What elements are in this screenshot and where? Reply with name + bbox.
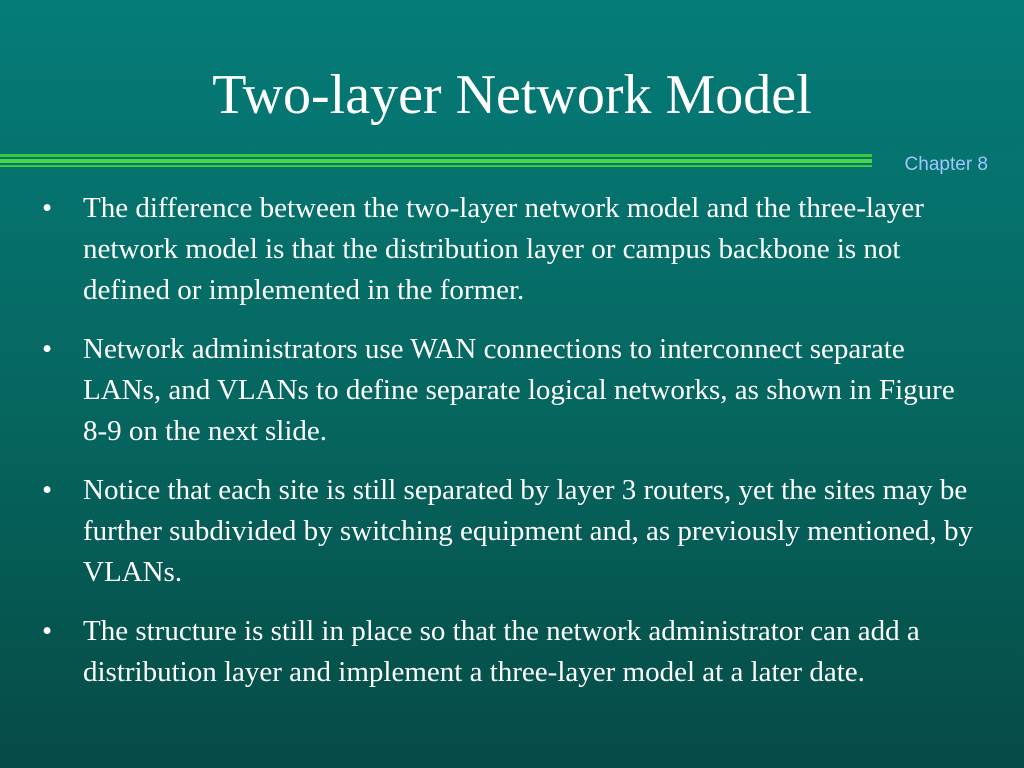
bullet-dot-icon: • bbox=[42, 333, 53, 365]
divider-line-top bbox=[0, 154, 872, 157]
bullet-text: Notice that each site is still separated… bbox=[83, 474, 973, 588]
slide-title: Two-layer Network Model bbox=[212, 64, 812, 126]
divider-line-bottom bbox=[0, 165, 872, 167]
bullet-text: The difference between the two-layer net… bbox=[83, 192, 924, 306]
bullet-list: • The difference between the two-layer n… bbox=[0, 188, 1024, 711]
bullet-item-3: • Notice that each site is still separat… bbox=[0, 470, 1024, 593]
bullet-dot-icon: • bbox=[42, 192, 53, 224]
divider-line-middle bbox=[0, 159, 872, 163]
title-divider bbox=[0, 154, 872, 168]
bullet-dot-icon: • bbox=[42, 615, 53, 647]
bullet-item-1: • The difference between the two-layer n… bbox=[0, 188, 1024, 311]
bullet-item-4: • The structure is still in place so tha… bbox=[0, 611, 1024, 693]
chapter-label: Chapter 8 bbox=[904, 154, 988, 175]
bullet-item-2: • Network administrators use WAN connect… bbox=[0, 329, 1024, 452]
bullet-dot-icon: • bbox=[42, 474, 53, 506]
bullet-text: Network administrators use WAN connectio… bbox=[83, 333, 955, 447]
bullet-text: The structure is still in place so that … bbox=[83, 615, 920, 688]
